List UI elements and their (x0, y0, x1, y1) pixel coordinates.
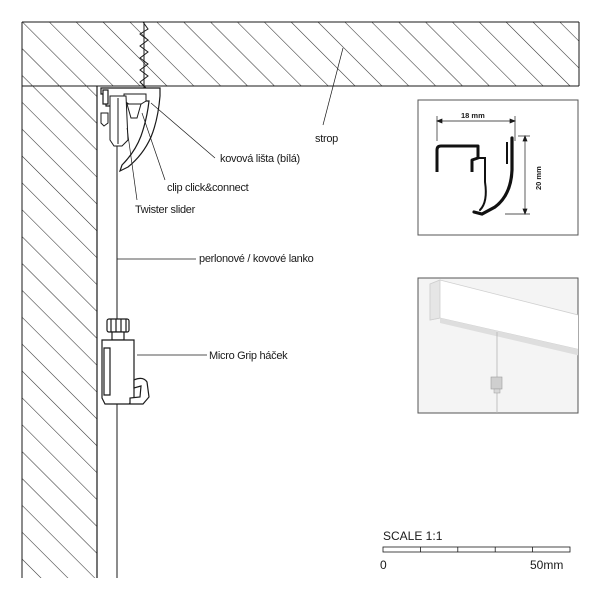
inset-rail-profile (435, 144, 480, 172)
label-hook: Micro Grip háček (209, 350, 288, 362)
label-strop: strop (315, 133, 338, 145)
label-rail: kovová lišta (bílá) (220, 153, 300, 165)
label-clip: clip click&connect (167, 182, 249, 194)
inset-width-label: 18 mm (461, 111, 485, 120)
scale-start-label: 0 (380, 558, 387, 572)
wall (21, 22, 98, 578)
inset-profile: 18 mm 20 mm (417, 99, 579, 236)
hook-icon (101, 318, 150, 405)
inset-rail-profile-curve (472, 136, 514, 216)
leader-lines (117, 47, 344, 356)
clip-icon (123, 93, 147, 119)
scale-title: SCALE 1:1 (383, 529, 443, 543)
label-slider: Twister slider (135, 204, 196, 216)
label-cable: perlonové / kovové lanko (199, 253, 314, 265)
rail-profile (100, 87, 161, 173)
inset-rail-profile-inner (477, 157, 487, 211)
inset-height-label: 20 mm (534, 166, 543, 190)
twister-slider-icon (100, 95, 129, 147)
scale-end-label: 50mm (530, 558, 563, 572)
screw-icon (139, 21, 149, 90)
scale-bar: SCALE 1:1 0 50mm (380, 529, 571, 572)
inset-photo (417, 277, 579, 414)
ceiling (22, 21, 580, 87)
